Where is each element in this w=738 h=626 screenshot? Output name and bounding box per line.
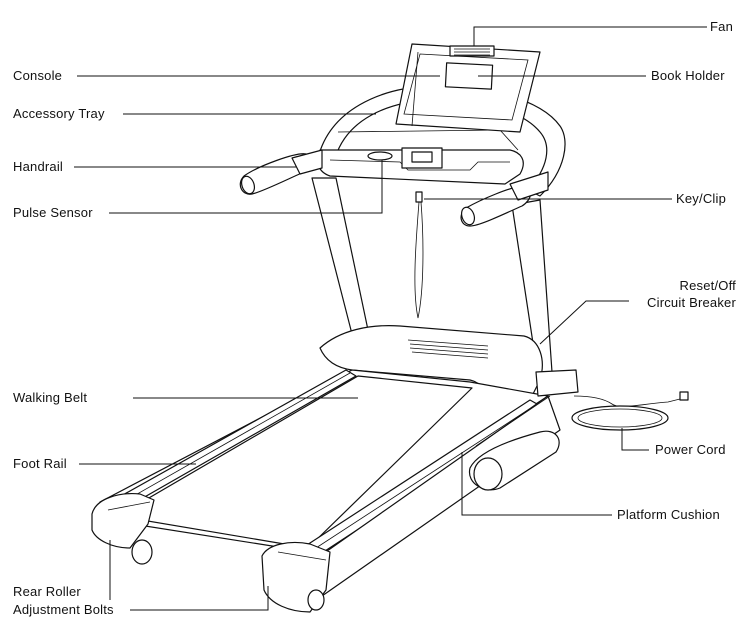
label-adjustment-bolts: Adjustment Bolts (13, 602, 114, 617)
label-platform-cushion: Platform Cushion (617, 507, 720, 522)
leader-platform-cushion (461, 452, 612, 516)
label-power-cord: Power Cord (655, 442, 726, 457)
label-foot-rail: Foot Rail (13, 456, 67, 471)
label-walking-belt: Walking Belt (13, 390, 88, 405)
label-fan: Fan (710, 19, 734, 34)
label-circuit-breaker: Circuit Breaker (647, 295, 736, 310)
label-rear-roller: Rear Roller (13, 584, 81, 599)
label-console: Console (13, 68, 63, 83)
label-book-holder: Book Holder (651, 68, 725, 83)
label-reset-off: Reset/Off (679, 278, 736, 293)
leader-reset (539, 300, 629, 345)
treadmill-drawing (91, 43, 689, 613)
leader-lines (74, 26, 707, 611)
leader-power-cord (621, 428, 649, 451)
label-key-clip: Key/Clip (676, 191, 727, 206)
label-handrail: Handrail (13, 159, 64, 174)
leader-fan (473, 26, 707, 46)
label-accessory-tray: Accessory Tray (13, 106, 105, 121)
leader-rear-roller-2 (130, 586, 269, 611)
leader-pulse-sensor (109, 160, 383, 214)
label-pulse-sensor: Pulse Sensor (13, 205, 93, 220)
